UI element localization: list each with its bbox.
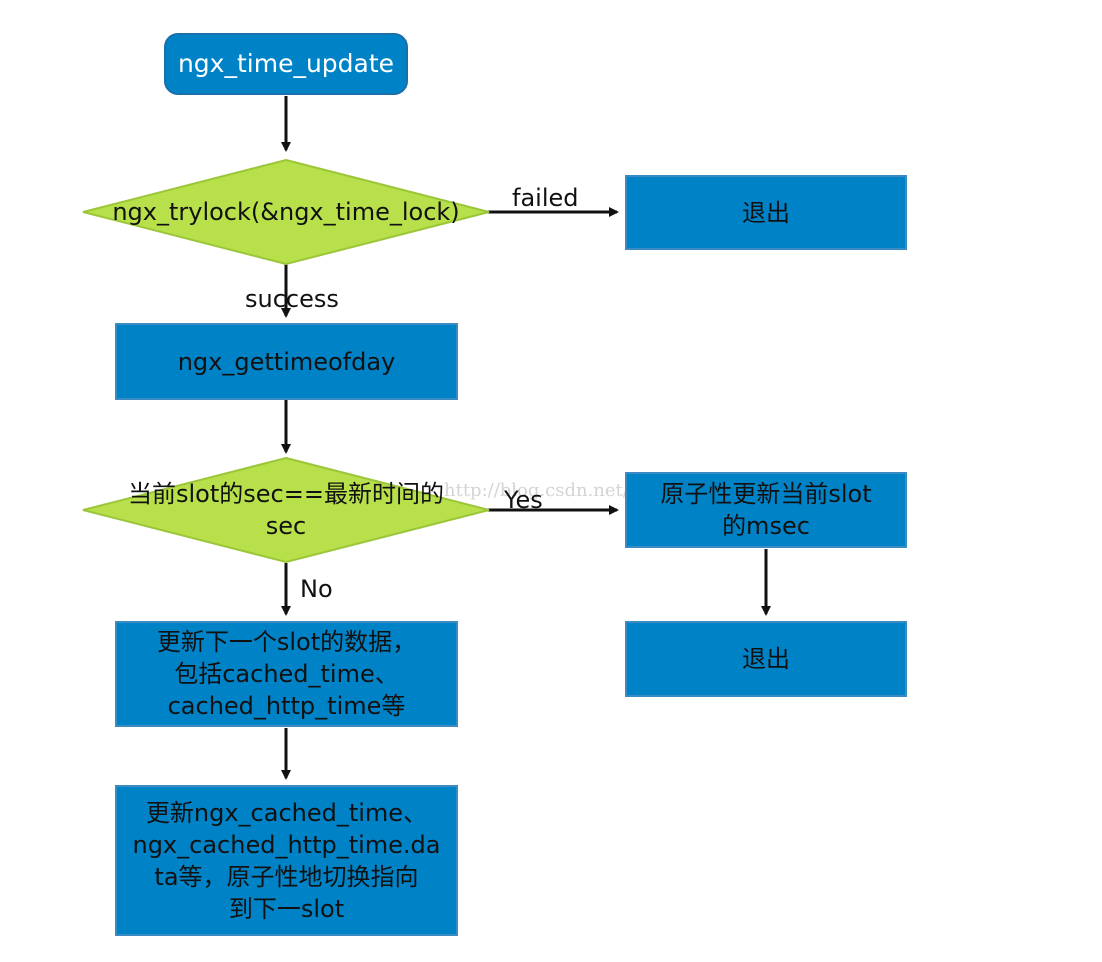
gettimeofday-node: ngx_gettimeofday [115,323,458,400]
start-node: ngx_time_update [164,33,408,95]
switch-pointers-node: 更新ngx_cached_time、 ngx_cached_http_time.… [115,785,458,936]
trylock-decision: ngx_trylock(&ngx_time_lock) [80,158,492,266]
edge-label-yes: Yes [504,486,543,514]
edge-label-failed: failed [512,184,579,212]
edge-label-no: No [300,575,333,603]
update-msec-node: 原子性更新当前slot 的msec [625,472,907,548]
update-next-slot-node: 更新下一个slot的数据， 包括cached_time、 cached_http… [115,621,458,727]
exit-node-2: 退出 [625,621,907,697]
edge-label-success: success [245,285,339,313]
exit-node-1: 退出 [625,175,907,250]
check-sec-label: 当前slot的sec==最新时间的 sec [128,480,444,540]
diamond-shape [82,456,490,564]
diamond-shape [82,158,490,266]
trylock-label: ngx_trylock(&ngx_time_lock) [112,198,460,226]
check-sec-decision: 当前slot的sec==最新时间的 sec [80,456,492,564]
